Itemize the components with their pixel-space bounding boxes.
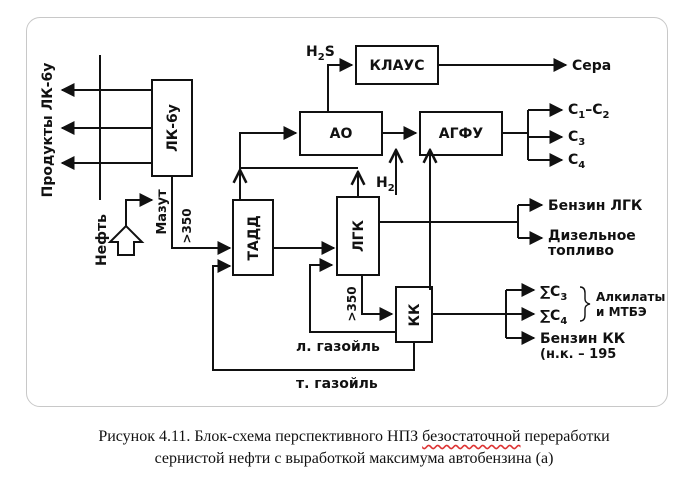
mazut-line [171,176,232,255]
flow-diagram: ЛК-6у КЛАУС АО АГФУ ТАДД ЛГК КК Продукты… [40,44,665,392]
lk6u-label: ЛК-6у [165,104,181,152]
block-tadd [232,199,274,276]
c4-label: C4 [568,152,585,171]
kk-outputs [432,283,536,345]
gt350-tadd-label: >350 [180,208,194,243]
h2-label: H2 [376,175,395,194]
l-gazoil-loop [309,258,396,333]
gt350-kk-label: >350 [345,286,359,321]
alkilaty-label-1: Алкилаты [596,290,665,304]
caption-line1-b: безостаточной [422,428,521,445]
benzin-kk-label-1: Бензин КК [540,331,626,347]
figure-frame [26,17,668,407]
dizel-label-1: Дизельное [548,228,636,244]
h2s-line [327,58,354,112]
ao-label: АО [330,126,353,142]
klaus-label: КЛАУС [370,58,425,74]
dizel-label-2: топливо [548,243,614,259]
h2s-label: H2S [306,44,335,63]
caption-line1-c: переработки [520,428,610,445]
t-gazoil-loop [212,259,415,371]
alkilaty-brace [579,286,591,322]
neft-label: Нефть [94,214,110,266]
tadd-label: ТАДД [246,215,262,260]
caption-line1-a: Рисунок 4.11. Блок-схема перспективного … [98,428,423,445]
benzin-lgk-label: Бензин ЛГК [548,198,643,214]
caption-line2: сернистой нефти с выработкой максимума а… [154,450,554,467]
mazut-label: Мазут [155,189,170,235]
agfu-label: АГФУ [439,126,484,142]
t-gazoil-label: т. газойль [296,376,378,392]
c3-label: C3 [568,129,585,148]
lgk-label: ЛГК [351,219,367,252]
figure-caption: Рисунок 4.11. Блок-схема перспективного … [30,426,678,470]
neft-input-arrow [107,224,145,256]
kk-label: КК [407,303,423,326]
sera-label: Сера [572,58,611,74]
c1c2-label: C1–C2 [568,102,610,121]
alkilaty-label-2: и МТБЭ [596,305,647,319]
lgk-kk-line [361,275,394,321]
sum-c4-label: ∑C4 [540,308,567,327]
lk-products-label: Продукты ЛК-6у [40,63,56,198]
l-gazoil-label: л. газойль [296,339,380,355]
sum-c3-label: ∑C3 [540,284,567,303]
benzin-kk-label-2: (н.к. – 195 [540,347,616,362]
lgk-outputs [379,198,544,245]
agfu-outputs [502,103,564,167]
lk-products-arrows [60,55,152,200]
